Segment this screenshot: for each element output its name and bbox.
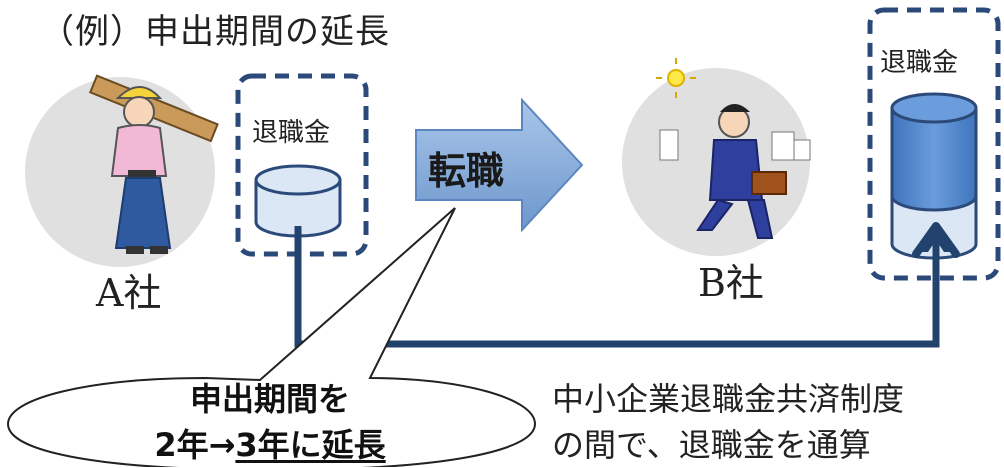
retirement-box-b <box>867 7 1001 281</box>
company-a-label: A社 <box>96 271 162 315</box>
callout-line1: 申出期間を <box>189 380 350 418</box>
description-line2: の間で、退職金を通算 <box>552 426 871 464</box>
worker-a-illustration <box>88 74 219 254</box>
callout-line2-prefix: 2年→ <box>154 426 236 464</box>
retirement-box-b-label: 退職金 <box>880 48 959 78</box>
callout-line2-emphasis: 3年に延長 <box>235 426 386 464</box>
retirement-box-a-label: 退職金 <box>252 118 331 148</box>
callout-line2: 2年→3年に延長 <box>90 422 450 468</box>
description: 中小企業退職金共済制度 の間で、退職金を通算 <box>552 376 904 468</box>
connector-arrowhead-stroke <box>912 222 960 258</box>
transfer-arrow-shape <box>415 97 584 233</box>
company-b-label: B社 <box>698 261 764 305</box>
cylinder-a-icon <box>254 164 342 238</box>
callout-text: 申出期間を 2年→3年に延長 <box>90 376 450 468</box>
description-line1: 中小企業退職金共済制度 <box>552 380 905 418</box>
businessman-b-illustration <box>656 58 811 239</box>
page-title: （例）申出期間の延長 <box>40 12 390 52</box>
retirement-box-a <box>235 73 369 257</box>
transfer-connector <box>294 226 940 348</box>
callout-bubble <box>6 207 537 467</box>
transfer-arrow-label: 転職 <box>428 149 505 193</box>
